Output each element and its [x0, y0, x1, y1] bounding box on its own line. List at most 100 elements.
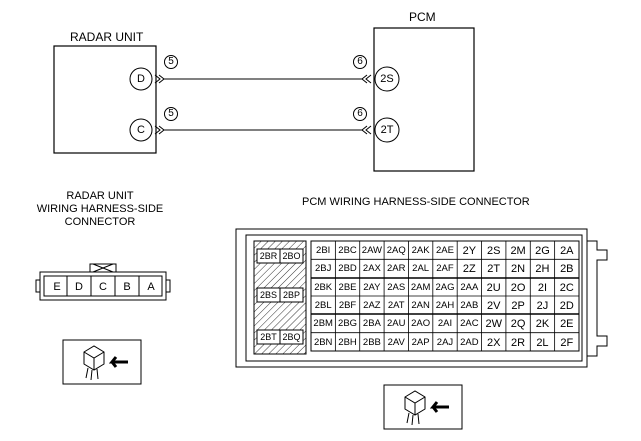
connector-view-icon — [383, 384, 463, 430]
pcm-pin-2bn: 2BN — [313, 336, 333, 348]
pcm-pin-2ay: 2AY — [363, 281, 381, 293]
wire-number-6-top-circle — [353, 55, 367, 69]
pcm-pin-2s: 2S — [380, 73, 394, 85]
pcm-pin-2ac: 2AC — [460, 318, 479, 330]
pcm-pin-2d: 2D — [559, 300, 574, 312]
pcm-pin-2ah: 2AH — [435, 300, 455, 311]
pcm-pin-2i: 2I — [537, 281, 548, 294]
radar-connector-title-line1: RADAR UNIT — [66, 190, 134, 202]
pcm-pin-2bm: 2BM — [313, 318, 333, 330]
radar-unit-title: RADAR UNIT — [70, 30, 144, 44]
pcm-pin-2au: 2AU — [387, 318, 406, 330]
pcm-pin-2aw: 2AW — [361, 245, 383, 256]
pcm-pin-2bk: 2BK — [314, 281, 333, 293]
pcm-pin-2as: 2AS — [387, 281, 406, 293]
pcm-pin-2ao: 2AO — [411, 318, 431, 330]
pcm-connector-title: PCM WIRING HARNESS-SIDE CONNECTOR — [302, 196, 530, 208]
pcm-box — [373, 27, 475, 172]
pcm-pin-2am: 2AM — [410, 281, 431, 293]
pcm-pin-2o: 2O — [510, 281, 526, 294]
connector-view-icon — [62, 339, 142, 385]
pcm-pin-2ai: 2AI — [437, 318, 453, 330]
radar-pin-c: C — [137, 124, 145, 136]
pcm-pin-2e: 2E — [560, 318, 574, 331]
pcm-pin-2ae: 2AE — [436, 245, 454, 256]
pcm-pin-2at: 2AT — [387, 300, 405, 311]
pcm-pin-2aj: 2AJ — [436, 336, 454, 348]
pcm-pin-2w: 2W — [485, 318, 502, 331]
pcm-2s-chevron — [361, 74, 372, 84]
radar-connector-title-line3: CONNECTOR — [64, 216, 136, 228]
pcm-pin-2af: 2AF — [436, 263, 454, 275]
pcm-pin-2s: 2S — [486, 245, 501, 257]
pcm-pin-2ak: 2AK — [411, 245, 430, 256]
pcm-connector — [235, 228, 608, 368]
radar-pin-d-circle — [129, 67, 153, 91]
pcm-pin-2bg: 2BG — [338, 318, 358, 330]
pcm-2t-chevron — [361, 125, 372, 135]
wire-number-5-top: 5 — [168, 56, 174, 67]
pcm-pin-2ap: 2AP — [411, 336, 430, 348]
pcm-pin-2c: 2C — [559, 281, 574, 294]
pcm-pin-2az: 2AZ — [363, 300, 381, 311]
pcm-pin-2t: 2T — [487, 263, 501, 276]
pcm-pin-2f: 2F — [560, 336, 574, 349]
pcm-pin-2aa: 2AA — [460, 281, 479, 293]
pcm-pin-2r: 2R — [511, 336, 526, 349]
pcm-pin-2bh: 2BH — [338, 336, 357, 348]
pcm-pin-2h: 2H — [535, 263, 550, 276]
pcm-pin-2j: 2J — [536, 300, 549, 312]
pcm-pin-2t: 2T — [380, 124, 394, 136]
pcm-pin-2y: 2Y — [462, 245, 477, 257]
pcm-pin-2v: 2V — [486, 300, 501, 312]
radar-unit-box — [53, 45, 157, 154]
radar-pin-c-circle — [129, 118, 153, 142]
pcm-pin-2bb: 2BB — [362, 336, 381, 348]
pcm-pin-2a: 2A — [560, 245, 574, 257]
pcm-pin-2bi: 2BI — [316, 245, 331, 256]
radar-connector-pin: B — [123, 281, 131, 293]
wire-number-5-bottom: 5 — [168, 108, 174, 119]
pcm-left-pin: 2BP — [282, 290, 300, 300]
radar-connector — [35, 263, 171, 301]
pcm-pin-2l: 2L — [536, 336, 549, 349]
wire-number-6-bottom-circle — [353, 107, 367, 121]
pcm-left-pin: 2BS — [259, 290, 277, 300]
pcm-pin-2bc: 2BC — [338, 245, 357, 256]
pcm-pin-2k: 2K — [535, 318, 550, 331]
pcm-pin-2bd: 2BD — [338, 263, 357, 275]
pcm-pin-2u: 2U — [486, 281, 501, 294]
pcm-pin-2ba: 2BA — [362, 318, 381, 330]
pcm-title: PCM — [409, 10, 436, 24]
radar-connector-title-line2: WIRING HARNESS-SIDE — [36, 203, 164, 215]
pcm-pin-2av: 2AV — [387, 336, 405, 348]
pcm-pin-2ax: 2AX — [362, 263, 381, 275]
wire-number-6-top: 6 — [357, 56, 363, 67]
pcm-pin-2ar: 2AR — [387, 263, 406, 275]
pcm-pin-2g: 2G — [535, 245, 550, 257]
radar-pin-d: D — [137, 73, 145, 85]
radar-connector-pin: D — [75, 281, 83, 293]
pcm-pin-2ad: 2AD — [460, 336, 479, 348]
pcm-pin-2aq: 2AQ — [386, 245, 406, 256]
pcm-left-pin: 2BT — [260, 332, 277, 342]
pcm-pin-2p: 2P — [511, 300, 525, 312]
pcm-pin-2be: 2BE — [338, 281, 357, 293]
pcm-pin-2ag: 2AG — [435, 281, 455, 293]
pcm-pin-2m: 2M — [510, 245, 526, 257]
pcm-pin-2x: 2X — [486, 336, 501, 349]
pcm-pin-2bf: 2BF — [338, 300, 357, 311]
pcm-left-pin: 2BO — [282, 251, 301, 261]
pcm-pin-2an: 2AN — [411, 300, 430, 311]
pcm-pin-2bj: 2BJ — [314, 263, 332, 275]
radar-connector-pin: C — [99, 281, 107, 293]
pcm-pin-2z: 2Z — [462, 263, 476, 276]
wire-number-5-top-circle — [164, 55, 178, 69]
pcm-pin-2al: 2AL — [412, 263, 430, 275]
pcm-pin-2ab: 2AB — [460, 300, 479, 311]
wire-number-5-bottom-circle — [164, 107, 178, 121]
wire-number-6-bottom: 6 — [357, 108, 363, 119]
pcm-pin-2n: 2N — [511, 263, 526, 276]
radar-connector-pin: A — [147, 281, 155, 293]
pcm-left-pin: 2BQ — [282, 332, 301, 342]
